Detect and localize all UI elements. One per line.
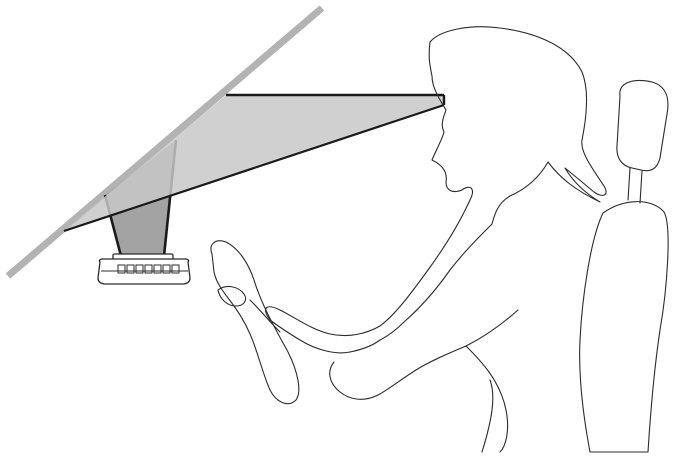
hud-projector-unit [97, 253, 191, 285]
seat-headrest [616, 79, 669, 172]
reflected-beam [64, 95, 444, 231]
steering-wheel-column [249, 299, 281, 333]
hud-display-segments [117, 264, 180, 274]
steering-wheel [210, 240, 300, 405]
steering-wheel-hand [217, 285, 247, 307]
driver-arm [329, 309, 519, 400]
windshield [5, 5, 325, 279]
driver-silhouette [265, 26, 607, 354]
driver-torso [465, 345, 509, 453]
seat-headrest-post [627, 167, 643, 204]
seat-back [579, 201, 669, 453]
driver-seat-line [481, 379, 494, 453]
car-seat [579, 79, 669, 453]
reflected-beam-bottom-edge [63, 103, 445, 233]
